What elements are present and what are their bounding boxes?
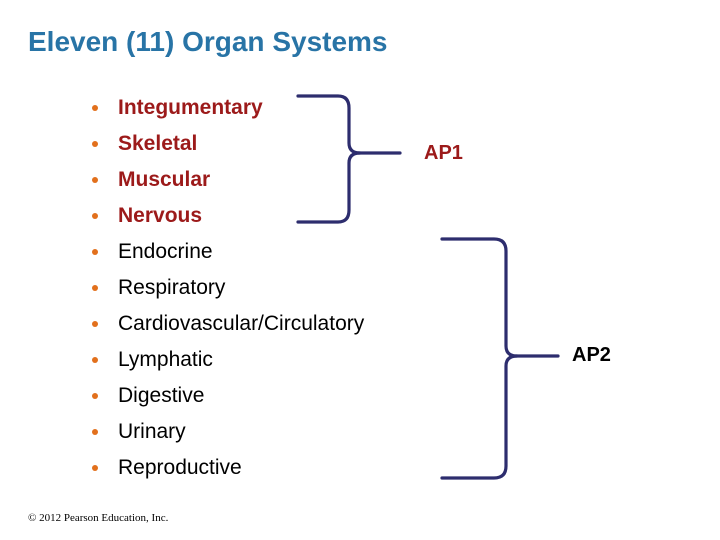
list-item: Nervous: [86, 198, 506, 234]
list-item: Cardiovascular/Circulatory: [86, 306, 506, 342]
copyright-notice: © 2012 Pearson Education, Inc.: [28, 512, 169, 524]
list-item-label: Lymphatic: [118, 348, 213, 371]
bullet-dot-icon: [92, 141, 98, 147]
list-item: Digestive: [86, 378, 506, 414]
list-item-label: Digestive: [118, 384, 205, 407]
list-item-label: Urinary: [118, 420, 186, 443]
bullet-dot-icon: [92, 213, 98, 219]
bullet-dot-icon: [92, 465, 98, 471]
list-item: Skeletal: [86, 126, 506, 162]
group-label-ap2: AP2: [572, 344, 611, 366]
list-item: Lymphatic: [86, 342, 506, 378]
list-item-label: Cardiovascular/Circulatory: [118, 312, 365, 335]
bullet-dot-icon: [92, 105, 98, 111]
bullet-dot-icon: [92, 177, 98, 183]
bullet-dot-icon: [92, 429, 98, 435]
list-item-label: Endocrine: [118, 240, 213, 263]
list-item-label: Skeletal: [118, 132, 198, 155]
group-label-ap1: AP1: [424, 142, 463, 164]
bullet-dot-icon: [92, 285, 98, 291]
list-item: Endocrine: [86, 234, 506, 270]
list-item: Reproductive: [86, 450, 506, 486]
list-item-label: Muscular: [118, 168, 211, 191]
list-item-label: Reproductive: [118, 456, 242, 479]
list-item-label: Nervous: [118, 204, 203, 227]
bullet-dot-icon: [92, 393, 98, 399]
list-item: Respiratory: [86, 270, 506, 306]
list-item-label: Integumentary: [118, 96, 263, 119]
bullet-dot-icon: [92, 321, 98, 327]
list-item: Integumentary: [86, 90, 506, 126]
organ-systems-list: Integumentary Skeletal Muscular Nervous …: [86, 90, 506, 486]
list-item-label: Respiratory: [118, 276, 226, 299]
list-item: Muscular: [86, 162, 506, 198]
list-item: Urinary: [86, 414, 506, 450]
page-title: Eleven (11) Organ Systems: [28, 26, 388, 57]
bullet-dot-icon: [92, 357, 98, 363]
bullet-dot-icon: [92, 249, 98, 255]
